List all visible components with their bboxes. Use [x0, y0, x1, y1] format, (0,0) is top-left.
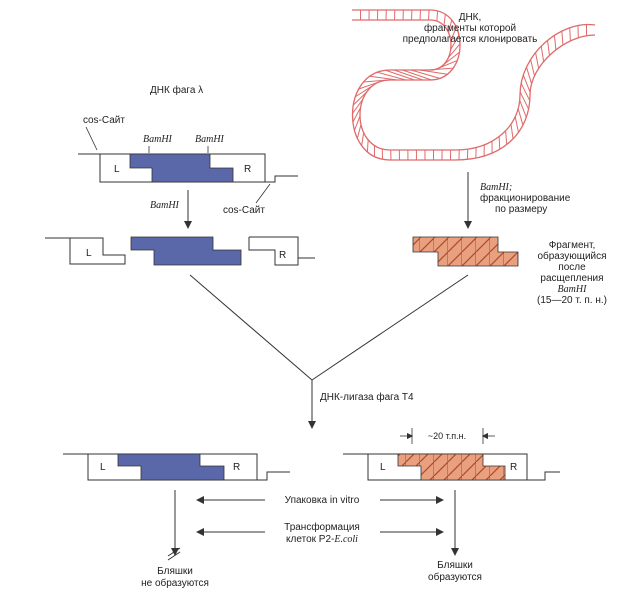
fragment-label-1: Фрагмент, [549, 240, 596, 251]
dna-rung [427, 67, 454, 71]
dna-rung [377, 71, 406, 81]
svg-text:L: L [380, 462, 386, 473]
bamhi-right-label: BamHI; [480, 182, 512, 193]
phage-dna-label: ДНК фага λ [150, 84, 203, 96]
dna-rung [514, 116, 519, 133]
dna-rung [450, 26, 457, 42]
dna-rung [522, 74, 531, 93]
dna-rung [526, 66, 533, 84]
dna-rung [363, 79, 389, 83]
dna-rung [443, 51, 460, 66]
svg-text:R: R [233, 462, 240, 473]
transform-label-1: Трансформация [284, 521, 360, 533]
fragment-label-6: (15—20 т. п. н.) [537, 295, 607, 306]
dna-rung [448, 43, 461, 58]
dna-rung [498, 136, 501, 150]
dna-rung [356, 124, 362, 139]
cos-site-top-label: cos-Сайт [83, 115, 125, 126]
dna-rung [443, 14, 446, 26]
packaging-label: Упаковка in vitro [285, 495, 360, 506]
fragment-label-3: после [558, 262, 586, 273]
dna-title-line1: ДНК, [459, 12, 482, 23]
no-plaques-label-1: Бляшки [157, 566, 193, 577]
dna-rung [352, 98, 364, 114]
svg-text:R: R [279, 250, 286, 261]
dna-rung [352, 107, 362, 123]
dna-rung [535, 52, 540, 69]
dna-rung [448, 19, 453, 33]
fragment-label-2: образующийся [537, 250, 606, 262]
dna-rung [450, 35, 460, 50]
svg-text:R: R [510, 462, 517, 473]
dna-rung [369, 75, 398, 81]
dna-rung [410, 69, 441, 79]
dna-title-line2: фрагменты которой [424, 22, 516, 34]
dna-rung [520, 83, 531, 101]
bamhi-label-1: BamHI [143, 134, 173, 145]
dna-rung [354, 115, 361, 131]
svg-text:~20 т.п.н.: ~20 т.п.н. [428, 431, 466, 441]
dna-rung [540, 46, 545, 62]
svg-text:L: L [100, 462, 106, 473]
plaques-label-2: образуются [428, 571, 482, 583]
dna-rung [355, 85, 374, 98]
ligase-label: ДНК-лигаза фага Т4 [320, 391, 414, 403]
recombinant-phage-left: L R [63, 453, 290, 481]
dna-rung [530, 59, 535, 76]
phage-central-fragment [129, 153, 234, 183]
dna-rung [385, 69, 415, 81]
dna-rung [419, 69, 448, 75]
dna-title-line3: предполагается клонировать [403, 34, 538, 45]
right-arm-label: R [244, 164, 251, 175]
by-size-label: по размеру [495, 204, 547, 215]
foreign-fragment [412, 236, 519, 267]
dna-rung [352, 91, 368, 106]
dna-rung [358, 81, 381, 90]
foreign-dna-strand [351, 9, 596, 161]
fragment-label-4: расщепления [540, 273, 603, 284]
dna-rung [436, 60, 458, 70]
no-plaques-label-2: не образуются [141, 577, 209, 589]
dna-rung [366, 139, 369, 152]
svg-text:L: L [86, 248, 92, 259]
fractionation-label: фракционирование [480, 192, 571, 204]
cos-site-bottom-label: cos-Сайт [223, 205, 265, 216]
dna-rung [553, 35, 557, 50]
bamhi-label-2: BamHI [195, 134, 225, 145]
left-arm-label: L [114, 164, 120, 175]
dna-rung [402, 69, 432, 81]
dna-rung [505, 130, 508, 145]
plaques-label-1: Бляшки [437, 560, 473, 571]
dna-rung [361, 132, 365, 146]
phage-stuffer-fragment [130, 236, 242, 266]
recombinant-phage-right: L R [343, 453, 560, 481]
size-marker: ~20 т.п.н. [400, 428, 495, 444]
dna-rung [517, 108, 524, 126]
phage-lambda-genome: L R [78, 153, 298, 183]
transform-label-2: клеток Р2-E.coli [286, 534, 358, 545]
dna-rung [436, 10, 439, 22]
phage-right-arm: R [248, 236, 315, 266]
bamhi-arrow-label: BamHI [150, 200, 180, 211]
dna-rung [519, 100, 527, 118]
dna-rung [393, 69, 424, 81]
dna-rung [547, 40, 550, 56]
dna-rungs [352, 9, 588, 161]
fragment-label-5: BamHI [558, 284, 588, 295]
dna-rung [561, 31, 564, 46]
dna-rung [569, 27, 571, 41]
dna-rung [519, 91, 530, 110]
phage-left-arm: L [45, 237, 126, 265]
dna-rung [510, 124, 514, 139]
